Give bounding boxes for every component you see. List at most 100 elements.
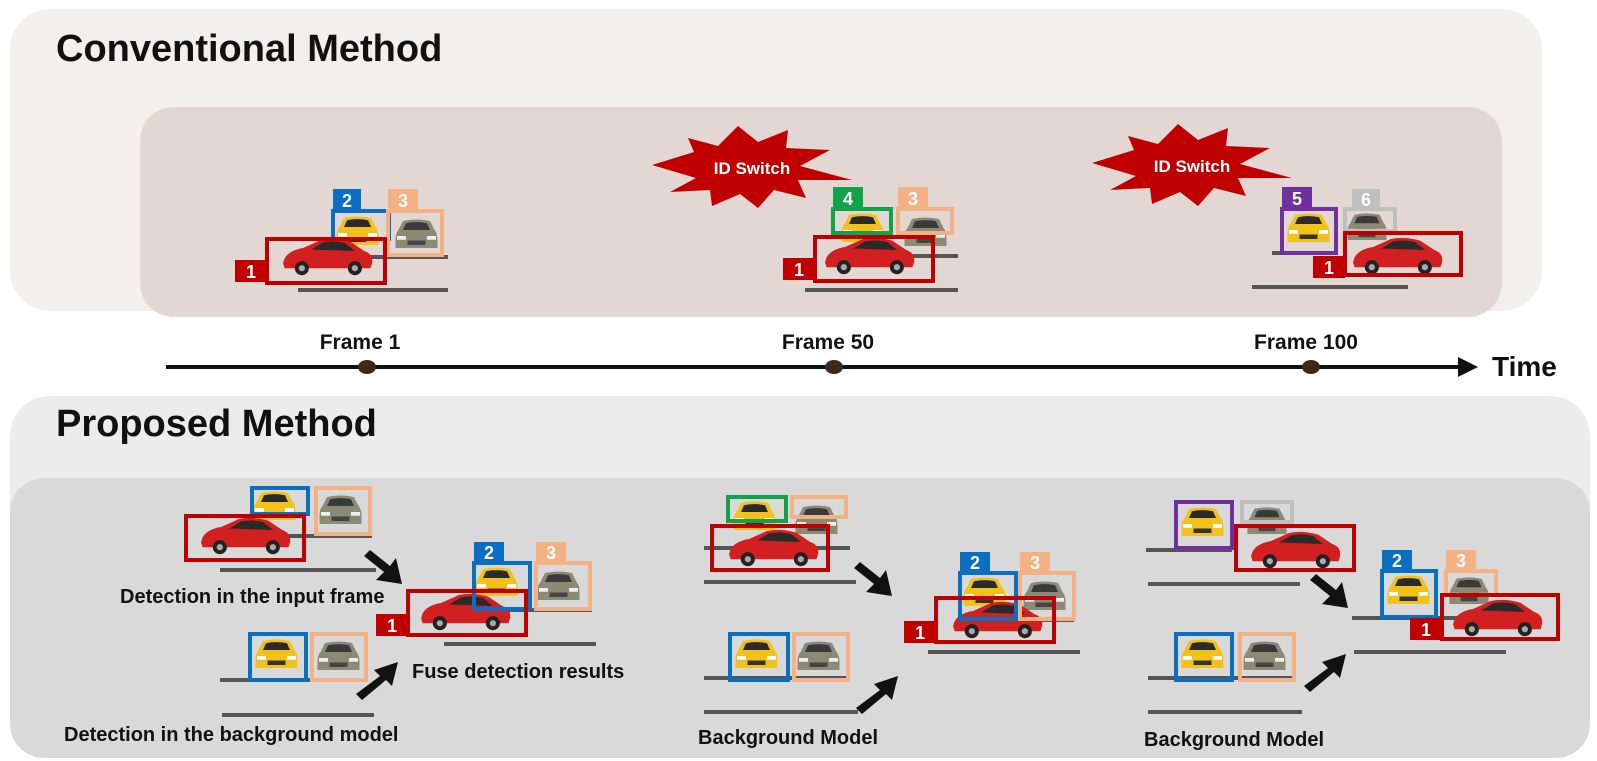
id-badge-blue [960,552,990,573]
red-car-icon [729,529,819,567]
id-1: 1 [387,616,397,636]
bbox-peach [1238,632,1296,682]
bbox-red [710,524,830,572]
id-switch-label: ID Switch [714,159,791,178]
caption-background-model-2: Background Model [1144,729,1325,751]
id-badge-green [833,187,863,209]
id-badge-red [783,258,815,280]
id-1: 1 [915,623,925,643]
timeline-marker-frame-1 [358,360,376,374]
id-badge-peach [388,189,418,211]
gray-car-icon [1449,577,1489,604]
bbox-green [726,495,788,523]
bbox-red [406,589,528,637]
frame-1-label: Frame 1 [319,331,401,354]
arrow-up-right-icon [856,676,898,714]
id-badge-red [1410,618,1442,640]
bbox-blue [248,632,308,682]
frame-100-label: Frame 100 [1254,331,1358,354]
timeline-marker-frame-50 [825,360,843,374]
bbox-red [1440,593,1560,641]
red-car-icon [1353,237,1443,275]
id-badge-peach [1446,550,1476,571]
time-axis-label: Time [1492,351,1557,382]
id-3: 3 [908,189,918,209]
id-1: 1 [1324,258,1334,278]
id-5: 5 [1292,189,1302,209]
conv-frame-1-scene: 2 3 1 [235,189,448,292]
bbox-blue [728,632,790,682]
id-badge-red [376,614,408,636]
gray-car-icon [319,495,362,524]
red-car-icon [1251,531,1341,569]
id-badge-peach [536,542,566,563]
bbox-peach [310,632,368,682]
caption-background-detection: Detection in the background model [64,724,399,746]
timeline-marker-frame-100 [1302,360,1320,374]
bbox-gray [1240,500,1294,524]
yellow-car-icon [735,639,778,668]
caption-fuse: Fuse detection results [412,661,625,683]
id-badge-red [235,260,267,282]
id-1: 1 [1421,620,1431,640]
bbox-red [184,514,306,562]
frame-50-label: Frame 50 [781,331,875,354]
id-2: 2 [484,543,494,563]
gray-car-icon [795,505,838,534]
id-3: 3 [1030,553,1040,573]
id-2: 2 [970,553,980,573]
id-switch-burst [1092,124,1292,206]
id-3: 3 [1456,551,1466,571]
red-car-icon [421,593,511,631]
id-badge-purple [1282,187,1312,209]
proposed-group-2: 2 3 1 [704,495,1080,714]
proposed-group-1: 2 3 1 [184,486,596,717]
id-badge-blue [1382,550,1412,571]
bbox-red [1343,231,1463,277]
id-1: 1 [794,260,804,280]
caption-background-model-1: Background Model [698,727,879,749]
arrow-down-right-icon [1310,574,1348,608]
gray-car-icon [395,219,438,248]
proposed-title: Proposed Method [56,403,377,445]
id-3: 3 [546,543,556,563]
id-badge-gray [1352,189,1380,209]
id-2: 2 [342,191,352,211]
yellow-car-icon [1181,639,1224,668]
gray-car-icon [1347,213,1387,240]
bbox-peach [790,495,848,519]
id-badge-peach [898,187,928,209]
id-switch-burst [652,126,852,208]
red-car-icon [825,237,915,275]
timeline [166,357,1478,377]
timeline-arrowhead [1458,357,1478,377]
arrow-up-right-icon [1304,654,1346,692]
red-car-icon [1453,599,1543,637]
proposed-group-3: 2 3 1 [1146,500,1560,714]
yellow-car-icon [963,577,1006,606]
bbox-red [1234,524,1356,572]
bbox-red [934,596,1056,644]
id-badge-red [904,621,936,643]
id-badge-blue [333,189,361,211]
gray-car-icon [317,641,360,670]
arrow-down-right-icon [854,562,892,596]
id-3: 3 [398,191,408,211]
bbox-purple [1174,500,1234,550]
gray-car-icon [1023,581,1066,610]
arrow-up-right-icon [356,662,398,700]
gray-car-icon [1243,641,1286,670]
yellow-car-icon [1287,213,1330,242]
gray-car-icon [537,571,580,600]
bbox-peach [314,486,372,536]
gray-car-icon [797,641,840,670]
id-badge-peach [1020,552,1050,573]
id-4: 4 [843,189,853,209]
conventional-title: Conventional Method [56,28,443,70]
id-badge-red [1313,256,1345,278]
bbox-blue [1174,632,1234,682]
arrow-down-right-icon [364,550,402,584]
caption-input-frame: Detection in the input frame [120,586,385,608]
id-6: 6 [1361,190,1371,210]
